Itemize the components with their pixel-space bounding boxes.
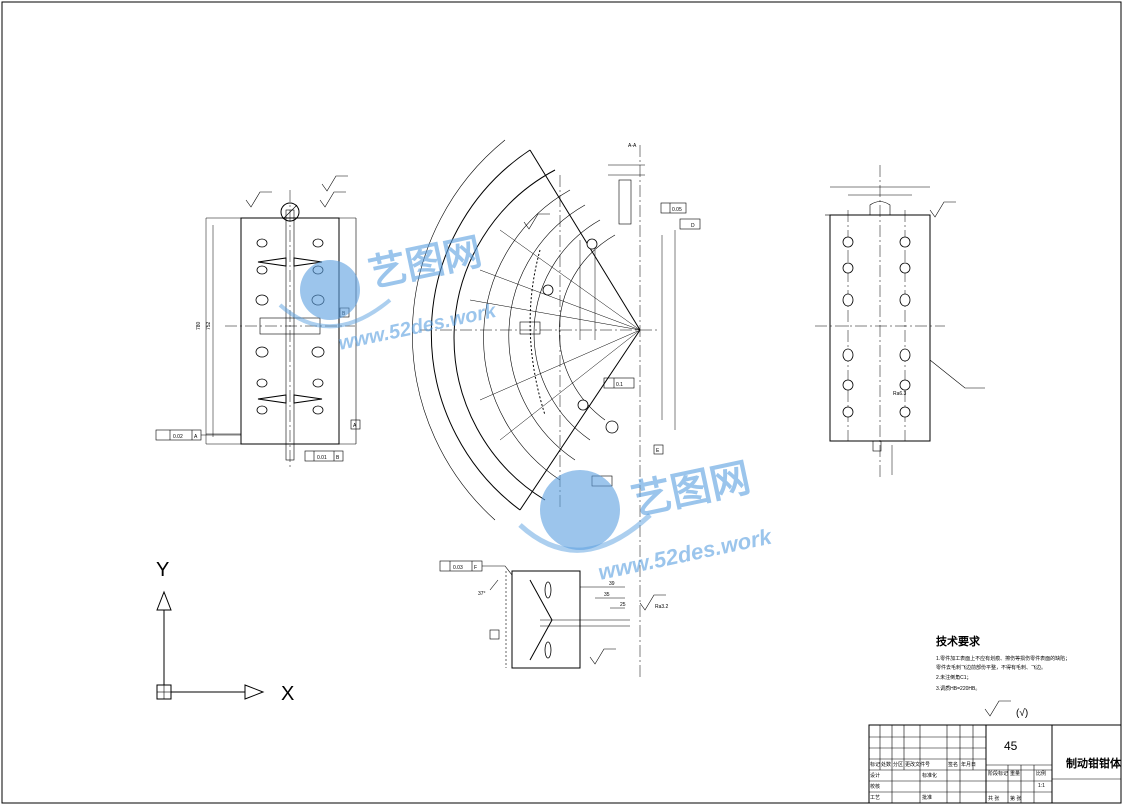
gdt-frame-b [304, 450, 344, 462]
right-view: Ra6.3 [815, 165, 985, 480]
tb-part-name: 制动钳钳体 [1066, 756, 1122, 770]
dim-height-2: 752 [206, 321, 212, 330]
tb-cell: 校核 [870, 783, 880, 790]
tb-cell: 分区 [893, 761, 903, 768]
datum-d: D [691, 223, 695, 229]
tb-cell: 年月日 [961, 761, 976, 768]
tech-req-title: 技术要求 [936, 634, 981, 648]
tech-req-item: 零件去毛刺飞边前部份平整，不得有毛刺、飞边。 [936, 664, 1046, 671]
tb-cell: 签名 [948, 761, 958, 768]
tb-cell: 第 张 [1010, 795, 1021, 802]
watermark-2: 艺图网 www.52des.work [518, 456, 776, 585]
tb-cell: 标记 [870, 761, 880, 768]
roughness-label: Ra3.2 [655, 604, 669, 610]
tech-req-item: 2.未注倒角C1； [936, 674, 972, 681]
axis-y-label: Y [156, 559, 169, 581]
watermark-brand: 艺图网 [365, 231, 485, 296]
watermark-url: www.52des.work [336, 300, 498, 355]
gdt-ref: A [194, 434, 198, 440]
dim-25: 25 [620, 602, 626, 608]
watermark-url: www.52des.work [596, 523, 776, 585]
tb-cell: 比例 [1036, 770, 1046, 777]
gdt-value: 0.03 [453, 565, 463, 571]
datum-a: A [353, 423, 357, 429]
axis-x-label: X [281, 683, 294, 705]
tb-cell: 批准 [922, 794, 932, 801]
tb-cell: 阶段标记 [988, 770, 1008, 777]
tb-cell: 共 张 [988, 795, 999, 802]
tb-material: 45 [1004, 739, 1018, 753]
tech-req-item: 1.零件加工表面上不应有划痕、擦伤等损伤零件表面的缺陷； [936, 655, 1070, 662]
right-view-holes [842, 236, 911, 418]
tb-cell: 设计 [870, 772, 880, 779]
gdt-ref: B [336, 455, 340, 461]
watermark-1: 艺图网 www.52des.work [278, 231, 499, 355]
gdt-value: 0.01 [317, 455, 327, 461]
datum-e: E [656, 448, 660, 454]
dim-height: 780 [196, 321, 202, 330]
bottom-detail-view: 39 35 25 0.03 F 37° Ra3.2 [439, 560, 669, 669]
roughness-label: Ra6.3 [893, 391, 907, 397]
tb-cell: 更改文件号 [905, 761, 930, 768]
roughness-note: (√) [1016, 707, 1028, 719]
section-label: A-A [628, 143, 637, 149]
tb-cell: 标准化 [922, 772, 937, 779]
tb-scale: 1:1 [1038, 783, 1045, 789]
gdt-value: 0.05 [672, 207, 682, 213]
tech-req-item: 3.调质HB=220HB。 [936, 685, 980, 692]
gdt-ref: F [474, 565, 477, 571]
tb-cell: 处数 [881, 761, 891, 768]
tb-cell: 工艺 [870, 795, 880, 801]
center-sector-view: A-A 0.05 D 0.1 E [412, 139, 701, 680]
gdt-value: 0.02 [173, 434, 183, 440]
dim-39: 39 [609, 581, 615, 587]
angle-label: 37° [478, 591, 486, 597]
left-view: 0.02 A 0.01 B A B 780 752 [155, 175, 361, 470]
tb-cell: 重量 [1010, 770, 1020, 777]
gdt-value: 0.1 [616, 382, 623, 388]
tech-requirements: 技术要求 1.零件加工表面上不应有划痕、擦伤等损伤零件表面的缺陷； 零件去毛刺飞… [936, 634, 1070, 719]
ucs-axis-icon [156, 590, 265, 700]
title-block: 标记 设计 校核 工艺 处数 分区 更改文件号 签名 年月日 标准化 批准 阶段… [868, 724, 1122, 804]
watermark-brand: 艺图网 [628, 456, 755, 524]
dim-35: 35 [604, 592, 610, 598]
